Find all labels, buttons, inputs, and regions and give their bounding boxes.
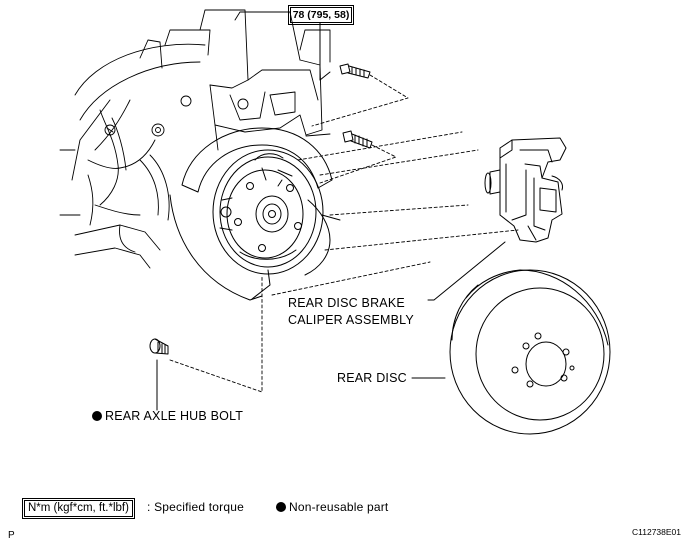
legend-torque-description: : Specified torque xyxy=(147,500,244,514)
caliper-bolt-upper xyxy=(339,63,371,79)
rear-disc-label: REAR DISC xyxy=(337,371,407,385)
rear-axle-hub-bolt xyxy=(149,338,169,411)
caliper-label-line1: REAR DISC BRAKE xyxy=(288,296,405,310)
legend-non-reusable: Non-reusable part xyxy=(276,500,388,515)
corner-letter: P xyxy=(8,530,15,541)
hub-bolt-label: REAR AXLE HUB BOLT xyxy=(92,409,243,424)
rear-disc-brake-caliper xyxy=(484,137,567,243)
hub-bolt-label-text: REAR AXLE HUB BOLT xyxy=(105,409,244,423)
assembly-guide-lines xyxy=(169,74,519,393)
non-reusable-dot-icon xyxy=(276,502,286,512)
legend-torque-units: N*m (kgf*cm, ft.*lbf) xyxy=(22,498,135,519)
figure-id: C112738E01 xyxy=(632,527,681,537)
rear-disc-rotor xyxy=(449,269,611,435)
torque-pointer xyxy=(319,22,331,81)
axle-hub-assembly xyxy=(212,149,324,275)
legend-non-reusable-text: Non-reusable part xyxy=(289,500,389,514)
suspension-knuckle xyxy=(59,9,331,269)
torque-spec-box: 78 (795, 58) xyxy=(288,5,354,25)
leader-lines xyxy=(411,241,506,379)
caliper-bolt-lower xyxy=(342,130,373,149)
non-reusable-bullet-icon xyxy=(92,411,102,421)
dust-shield xyxy=(169,127,341,301)
caliper-label-line2: CALIPER ASSEMBLY xyxy=(288,313,414,327)
